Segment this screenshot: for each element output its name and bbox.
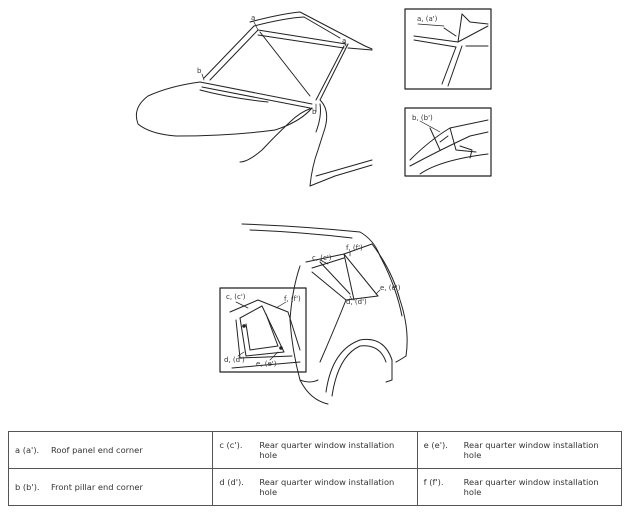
legend-desc: Rear quarter window installation hole [463,440,599,460]
legend-table: a (a'). Roof panel end corner c (c'). Re… [7,431,623,506]
inset-rear-window-frame [219,287,307,373]
inset-a-label: a, (a') [417,15,438,23]
label-b-left: b [197,67,202,75]
label-d-main: d, (d') [346,298,367,306]
label-a-right: a [342,37,346,45]
inset-label-e: e, (e') [256,360,277,368]
legend-code: b (b'). [15,482,40,492]
legend-desc: Rear quarter window installation hole [259,477,395,497]
legend-code: c (c'). [219,440,243,450]
label-b-right: b [312,108,317,116]
legend-desc: Rear quarter window installation hole [463,477,599,497]
legend-code: f (f'). [423,477,444,487]
label-a-main: a [251,14,255,22]
leader-lines [201,21,445,361]
inset-label-d: d, (d') [224,356,245,364]
label-f-main: f, (f') [346,244,363,252]
legend-code: e (e'). [423,440,448,450]
legend-cell: b (b'). Front pillar end corner [7,468,214,506]
legend-desc: Roof panel end corner [51,445,143,455]
inset-label-f: f, (f') [284,295,301,303]
installation-diagram: a a b b a, (a') b, (b') f, (f') c, (c') … [135,8,492,405]
inset-b-frame [404,107,492,177]
legend-row: a (a'). Roof panel end corner c (c'). Re… [7,431,623,469]
rear-quarter-drawing [241,223,408,405]
inset-b-label: b, (b') [412,114,433,122]
label-c-main: c, (c') [312,254,332,262]
legend-desc: Front pillar end corner [51,482,143,492]
inset-label-c: c, (c') [226,293,246,301]
legend-row: b (b'). Front pillar end corner d (d'). … [7,468,623,506]
legend-code: a (a'). [15,445,40,455]
legend-cell: a (a'). Roof panel end corner [7,431,214,469]
legend-cell: e (e'). Rear quarter window installation… [416,431,623,469]
legend-desc: Rear quarter window installation hole [259,440,395,460]
legend-cell: f (f'). Rear quarter window installation… [416,468,623,506]
legend-code: d (d'). [219,477,244,487]
inset-a-frame [404,8,492,90]
legend-cell: d (d'). Rear quarter window installation… [212,468,418,506]
label-e-main: e, (e') [380,284,401,292]
windshield-drawing [135,11,373,187]
legend-cell: c (c'). Rear quarter window installation… [212,431,418,469]
